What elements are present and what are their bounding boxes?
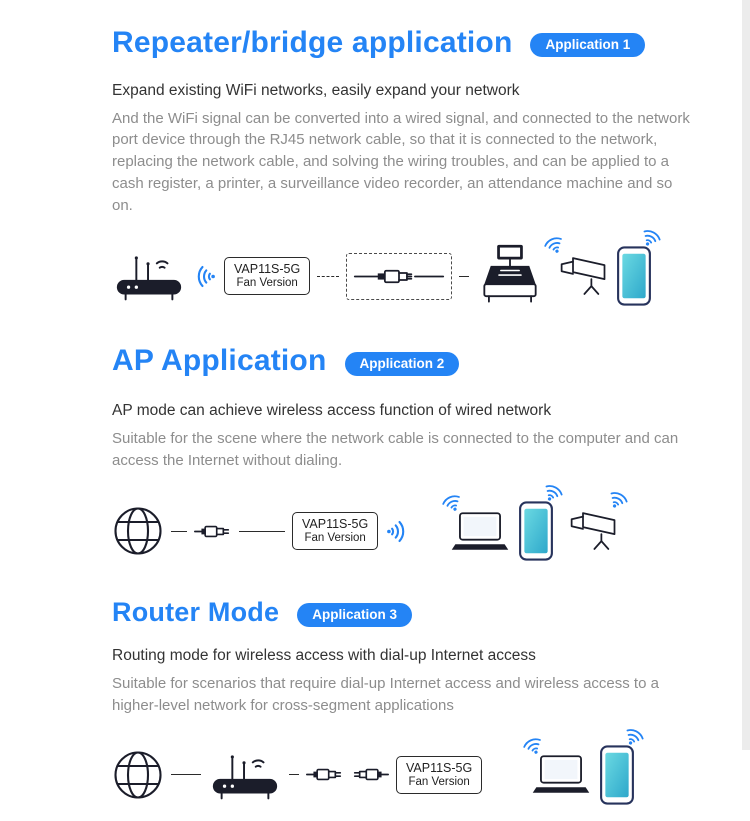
section-title: Repeater/bridge application [112,26,513,59]
device-label-box: VAP11S-5G Fan Version [292,512,379,551]
connector-line [317,275,340,277]
section-repeater-bridge: Repeater/bridge application Application … [112,26,716,322]
camera-with-wifi [551,252,609,301]
section-body: And the WiFi signal can be converted int… [112,109,690,214]
cash-register-icon [476,243,544,309]
phone-with-wifi [599,744,635,806]
globe-icon [112,505,164,557]
section-ap-application: AP Application Application 2 AP mode can… [112,344,716,573]
section-subtitle: Routing mode for wireless access with di… [112,647,536,665]
device-version: Fan Version [304,532,366,545]
device-model: VAP11S-5G [406,760,473,775]
application-badge: Application 1 [530,33,646,58]
rj45-plug-icon [194,523,232,540]
device-version: Fan Version [408,775,470,788]
phone-icon [518,500,554,562]
connector-line [171,774,201,776]
connector-line [289,774,299,776]
device-model: VAP11S-5G [302,517,369,532]
application-badge: Application 2 [344,351,460,376]
connector-line [239,530,285,532]
diagram-repeater-bridge: VAP11S-5G Fan Version [112,230,716,322]
section-title: Router Mode [112,597,280,628]
router-icon [208,749,282,801]
rj45-plug-icon [351,766,389,783]
page-edge-strip [742,0,750,750]
globe-icon [112,749,164,801]
wifi-signal-icon [387,519,408,543]
laptop-icon [449,510,511,553]
laptop-with-wifi [449,510,511,553]
device-label-box: VAP11S-5G Fan Version [396,755,483,794]
diagram-router-mode: VAP11S-5G Fan Version [112,729,716,821]
rj45-cable-icon [352,265,446,288]
section-body: Suitable for scenarios that require dial… [112,675,659,715]
phone-with-wifi [616,245,652,307]
cctv-camera-icon [551,252,609,301]
device-label-box: VAP11S-5G Fan Version [224,257,311,296]
laptop-with-wifi [530,753,592,796]
section-header: Router Mode Application 3 [112,597,716,628]
laptop-icon [530,753,592,796]
connector-line [459,275,470,277]
device-version: Fan Version [236,277,298,290]
diagram-ap-application: VAP11S-5G Fan Version [112,489,716,573]
application-badge: Application 3 [297,602,412,627]
section-header: Repeater/bridge application Application … [112,26,716,61]
section-subtitle: AP mode can achieve wireless access func… [112,401,552,419]
rj45-cable-box [346,252,453,300]
device-model: VAP11S-5G [234,262,301,277]
section-title: AP Application [112,344,327,378]
connector-line [171,530,187,532]
phone-icon [599,744,635,806]
section-subtitle: Expand existing WiFi networks, easily ex… [112,81,520,99]
section-body: Suitable for the scene where the network… [112,429,679,469]
section-header: AP Application Application 2 [112,344,716,379]
phone-with-wifi [518,500,554,562]
camera-with-wifi [561,507,619,556]
cctv-camera-icon [561,507,619,556]
wifi-signal-icon [195,264,216,288]
router-icon [112,250,186,302]
phone-icon [616,245,652,307]
rj45-plug-icon [306,766,344,783]
section-router-mode: Router Mode Application 3 Routing mode f… [112,597,716,821]
